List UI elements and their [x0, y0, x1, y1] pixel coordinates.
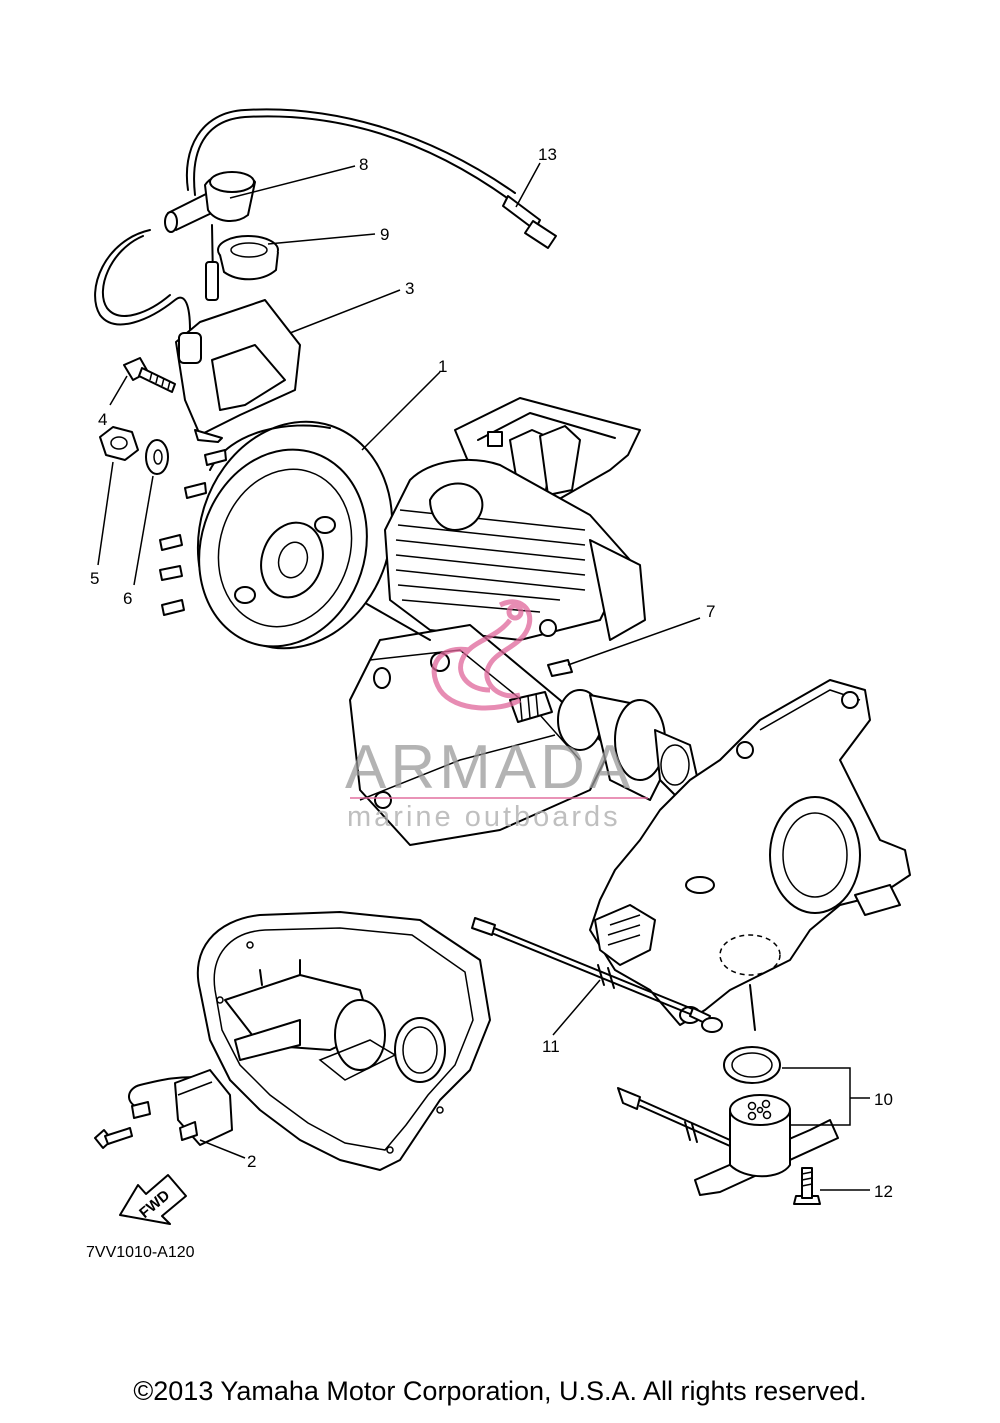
crankcase-cover — [589, 679, 911, 1031]
callout-5: 5 — [90, 569, 99, 588]
watermark-brand: ARMADA — [345, 733, 634, 802]
coil-bolt — [123, 357, 176, 393]
cylinder-block — [349, 397, 646, 846]
flywheel-nut — [99, 426, 139, 461]
callout-4: 4 — [98, 410, 107, 429]
watermark-tagline: marine outboards — [347, 801, 621, 833]
callout-12: 12 — [874, 1182, 893, 1201]
lead-wire — [471, 917, 723, 1033]
oil-pressure-switch — [617, 1046, 839, 1196]
callout-11: 11 — [542, 1037, 560, 1056]
grommet — [217, 235, 279, 281]
flywheel-washer — [145, 439, 169, 475]
cdi-unit — [94, 1069, 233, 1149]
flywheel — [159, 420, 394, 650]
callout-10: 10 — [874, 1090, 893, 1109]
callouts: 1 2 3 4 5 6 7 8 9 10 11 12 13 — [90, 145, 893, 1201]
copyright-notice: ©2013 Yamaha Motor Corporation, U.S.A. A… — [133, 1376, 867, 1406]
callout-7: 7 — [706, 602, 715, 621]
lower-housing — [196, 911, 491, 1171]
plug-cap — [164, 171, 256, 301]
leader-lines — [97, 162, 870, 1191]
watermark: ARMADA marine outboards — [345, 599, 648, 833]
callout-2: 2 — [247, 1152, 256, 1171]
fwd-arrow-icon: FWD — [119, 1174, 187, 1225]
callout-3: 3 — [405, 279, 414, 298]
drawing-code: 7VV1010-A120 — [86, 1244, 195, 1261]
seahorse-logo-icon — [431, 599, 533, 711]
ignition-coil — [94, 229, 301, 443]
callout-8: 8 — [359, 155, 368, 174]
switch-bolt — [793, 1167, 821, 1205]
callout-13: 13 — [538, 145, 557, 164]
crankshaft — [509, 689, 701, 801]
callout-1: 1 — [438, 357, 447, 376]
woodruff-key — [547, 659, 573, 677]
callout-6: 6 — [123, 589, 132, 608]
callout-9: 9 — [380, 225, 389, 244]
high-tension-cord — [186, 108, 557, 249]
